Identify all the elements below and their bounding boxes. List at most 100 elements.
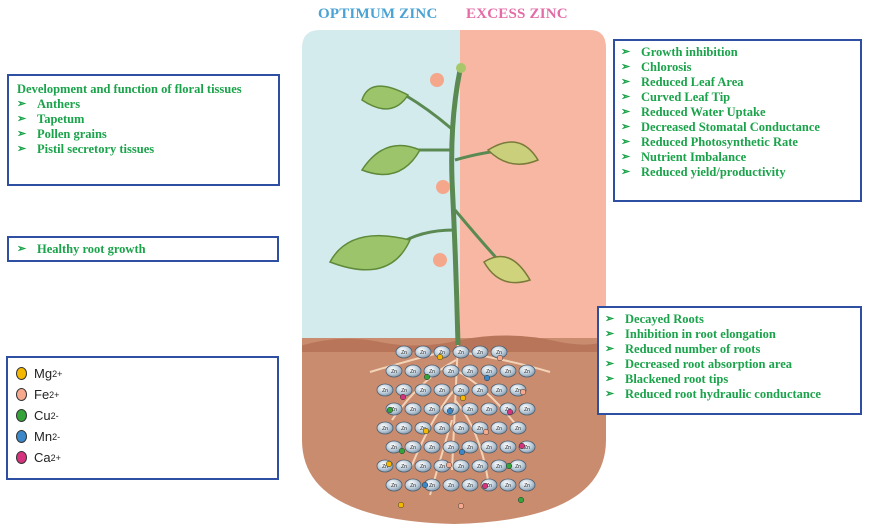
svg-text:Zn: Zn (420, 464, 426, 470)
ion-dot (506, 463, 512, 469)
list-item-text: Healthy root growth (37, 242, 146, 257)
ion-dot (520, 389, 526, 395)
legend-item: Mn2- (16, 426, 269, 447)
list-item-text: Inhibition in root elongation (625, 327, 776, 342)
svg-text:Zn: Zn (524, 407, 530, 413)
arrow-bullet-icon: ➢ (621, 90, 641, 105)
ion-color-swatch (16, 451, 27, 464)
svg-text:Zn: Zn (382, 426, 388, 432)
arrow-bullet-icon: ➢ (17, 112, 37, 127)
zinc-particle: Zn (519, 365, 535, 377)
list-item-text: Anthers (37, 97, 80, 112)
zinc-particle: Zn (481, 441, 497, 453)
root-growth-box: ➢Healthy root growth (7, 236, 279, 262)
list-item: ➢Growth inhibition (621, 45, 854, 60)
ion-charge: 2- (51, 411, 59, 421)
zinc-particle: Zn (434, 422, 450, 434)
ion-dot (458, 503, 464, 509)
svg-text:Zn: Zn (391, 369, 397, 375)
arrow-bullet-icon: ➢ (17, 127, 37, 142)
excess-background (460, 28, 610, 348)
arrow-bullet-icon: ➢ (621, 75, 641, 90)
zinc-particle: Zn (500, 365, 516, 377)
list-item-text: Chlorosis (641, 60, 691, 75)
svg-text:Zn: Zn (467, 445, 473, 451)
list-item: ➢Reduced yield/productivity (621, 165, 854, 180)
excess-zinc-effects-box: ➢Growth inhibition➢Chlorosis➢Reduced Lea… (613, 39, 862, 202)
list-item-text: Reduced Leaf Area (641, 75, 744, 90)
ion-dot (424, 374, 430, 380)
ion-dot (459, 449, 465, 455)
svg-text:Zn: Zn (515, 426, 521, 432)
list-item: ➢Anthers (17, 97, 270, 112)
arrow-bullet-icon: ➢ (605, 312, 625, 327)
ion-symbol: Fe (34, 387, 49, 402)
svg-text:Zn: Zn (401, 388, 407, 394)
list-item: ➢Inhibition in root elongation (605, 327, 854, 342)
svg-text:Zn: Zn (429, 445, 435, 451)
svg-text:Zn: Zn (439, 426, 445, 432)
zinc-particle: Zn (481, 403, 497, 415)
svg-text:Zn: Zn (477, 426, 483, 432)
zinc-particle: Zn (386, 479, 402, 491)
zinc-particle: Zn (396, 422, 412, 434)
arrow-bullet-icon: ➢ (605, 372, 625, 387)
list-item-text: Reduced Water Uptake (641, 105, 766, 120)
ion-dot (437, 354, 443, 360)
ion-dot (400, 394, 406, 400)
svg-text:Zn: Zn (429, 369, 435, 375)
list-item-text: Decreased root absorption area (625, 357, 792, 372)
flower (436, 180, 450, 194)
ion-dot (447, 408, 453, 414)
ion-dot (446, 462, 452, 468)
svg-text:Zn: Zn (439, 464, 445, 470)
ion-dot (460, 395, 466, 401)
zinc-particle: Zn (453, 384, 469, 396)
svg-text:Zn: Zn (496, 388, 502, 394)
list-item: ➢Decayed Roots (605, 312, 854, 327)
svg-text:Zn: Zn (401, 350, 407, 356)
zinc-particle: Zn (453, 346, 469, 358)
zinc-particle: Zn (377, 422, 393, 434)
svg-text:Zn: Zn (467, 407, 473, 413)
ion-dot (507, 409, 513, 415)
svg-text:Zn: Zn (496, 464, 502, 470)
arrow-bullet-icon: ➢ (17, 242, 37, 257)
zinc-particle: Zn (434, 384, 450, 396)
svg-text:Zn: Zn (391, 445, 397, 451)
svg-text:Zn: Zn (420, 350, 426, 356)
zinc-particle: Zn (424, 441, 440, 453)
svg-text:Zn: Zn (429, 407, 435, 413)
zinc-particle: Zn (415, 460, 431, 472)
zinc-particle: Zn (453, 422, 469, 434)
svg-text:Zn: Zn (429, 483, 435, 489)
svg-text:Zn: Zn (477, 350, 483, 356)
arrow-bullet-icon: ➢ (621, 120, 641, 135)
root-growth-list: ➢Healthy root growth (17, 242, 269, 257)
list-item-text: Decreased Stomatal Conductance (641, 120, 820, 135)
zinc-particle: Zn (519, 479, 535, 491)
svg-text:Zn: Zn (448, 483, 454, 489)
ion-color-swatch (16, 430, 27, 443)
svg-text:Zn: Zn (401, 426, 407, 432)
zinc-particle: Zn (510, 422, 526, 434)
list-item: ➢Nutrient Imbalance (621, 150, 854, 165)
ion-symbol: Cu (34, 408, 51, 423)
list-item: ➢Reduced Leaf Area (621, 75, 854, 90)
arrow-bullet-icon: ➢ (605, 342, 625, 357)
flower (430, 73, 444, 87)
zinc-particle: Zn (472, 384, 488, 396)
list-item: ➢Decreased root absorption area (605, 357, 854, 372)
svg-text:Zn: Zn (515, 464, 521, 470)
ion-charge: 2- (52, 432, 60, 442)
zinc-particle: Zn (386, 365, 402, 377)
excess-effects-list: ➢Growth inhibition➢Chlorosis➢Reduced Lea… (621, 45, 854, 180)
floral-box-title: Development and function of floral tissu… (17, 82, 270, 97)
svg-text:Zn: Zn (410, 407, 416, 413)
zinc-particle: Zn (405, 365, 421, 377)
zinc-particle: Zn (443, 365, 459, 377)
svg-text:Zn: Zn (467, 483, 473, 489)
zinc-particle: Zn (405, 479, 421, 491)
